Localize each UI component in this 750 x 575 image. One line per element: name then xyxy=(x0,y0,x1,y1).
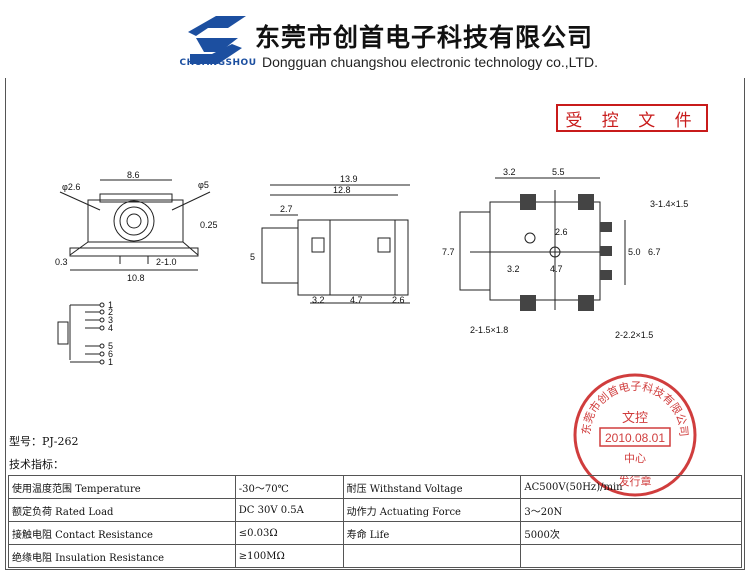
dim-side-total: 13.9 xyxy=(340,174,358,184)
company-name-cn: 东莞市创首电子科技有限公司 xyxy=(255,23,594,52)
spec-value xyxy=(520,544,742,568)
dim-front-d1: φ2.6 xyxy=(62,182,80,192)
spec-value: AC500V(50Hz)/min xyxy=(520,475,742,499)
dim-pcb-m2: 5.0 xyxy=(628,247,641,257)
model-number: 型号：PJ-262 xyxy=(9,435,79,448)
pin-label: 1 xyxy=(108,357,113,367)
table-row: 接触电阻 Contact Resistance ≤0.03Ω 寿命 Life 5… xyxy=(8,521,742,545)
spec-label: 额定负荷 Rated Load xyxy=(8,498,236,522)
dim-front-pin: 2-1.0 xyxy=(156,257,177,267)
dim-side-s3: 2.6 xyxy=(392,295,405,305)
table-row: 绝缘电阻 Insulation Resistance ≥100MΩ xyxy=(8,544,742,568)
pin-label: 1 xyxy=(108,300,113,310)
technical-drawing: 8.6 φ2.6 φ5 0.25 0.3 2-1.0 10.8 13.9 12.… xyxy=(55,167,688,367)
dim-side-tip: 2.7 xyxy=(280,204,293,214)
company-logo-icon xyxy=(188,16,246,64)
dim-pcb-m1: 2.6 xyxy=(555,227,568,237)
spec-label: 动作力 Actuating Force xyxy=(342,498,522,522)
pin-label: 4 xyxy=(108,323,113,333)
dim-pcb-hole1: 2-1.5×1.8 xyxy=(470,325,508,335)
company-seal: 东莞市创首电子科技有限公司 文控 2010.08.01 中心 发行章 xyxy=(573,373,697,497)
pin-label: 5 xyxy=(108,341,113,351)
spec-label xyxy=(342,544,522,568)
spec-value: -30～70℃ xyxy=(234,475,344,499)
front-view xyxy=(59,179,211,271)
dim-pcb-b2: 4.7 xyxy=(550,264,563,274)
dim-front-base: 10.8 xyxy=(127,273,145,283)
schematic xyxy=(57,302,105,365)
dim-pcb-t1: 3.2 xyxy=(503,167,516,177)
spec-label: 耐压 Withstand Voltage xyxy=(342,475,522,499)
spec-label: 寿命 Life xyxy=(342,521,522,545)
pin-label: 2 xyxy=(108,307,113,317)
dim-front-d2: φ5 xyxy=(198,180,209,190)
dim-pcb-b1: 3.2 xyxy=(507,264,520,274)
dim-front-width: 8.6 xyxy=(127,170,140,180)
specs-table: 使用温度范围 Temperature -30～70℃ 耐压 Withstand … xyxy=(8,475,742,568)
pcb-layout xyxy=(459,177,626,310)
seal-date: 2010.08.01 xyxy=(605,431,665,445)
dim-side-height: 5 xyxy=(250,252,255,262)
table-row: 额定负荷 Rated Load DC 30V 0.5A 动作力 Actuatin… xyxy=(8,498,742,522)
spec-value: 5000次 xyxy=(520,521,742,545)
spec-label: 使用温度范围 Temperature xyxy=(8,475,236,499)
spec-value: 3～20N xyxy=(520,498,742,522)
table-row: 使用温度范围 Temperature -30～70℃ 耐压 Withstand … xyxy=(8,475,742,499)
seal-center-text: 文控 xyxy=(622,411,648,426)
side-view xyxy=(261,184,410,304)
spec-title: 技术指标： xyxy=(9,458,64,471)
dim-pcb-pad: 3-1.4×1.5 xyxy=(650,199,688,209)
dim-pcb-m4: 7.7 xyxy=(442,247,455,257)
dim-pcb-t2: 5.5 xyxy=(552,167,565,177)
spec-value: ≤0.03Ω xyxy=(234,521,344,545)
spec-value: DC 30V 0.5A xyxy=(234,498,344,522)
seal-sub-text: 中心 xyxy=(624,452,646,465)
logo-text: CHUANGSHOU xyxy=(179,58,257,68)
pin-label: 3 xyxy=(108,315,113,325)
dim-pcb-m3: 6.7 xyxy=(648,247,661,257)
pcb-pads xyxy=(520,194,612,311)
dim-front-h2: 0.3 xyxy=(55,257,68,267)
spec-label: 绝缘电阻 Insulation Resistance xyxy=(8,544,236,568)
header: CHUANGSHOU 东莞市创首电子科技有限公司 Dongguan chuang… xyxy=(0,0,750,78)
dim-side-body: 12.8 xyxy=(333,185,351,195)
spec-label: 接触电阻 Contact Resistance xyxy=(8,521,236,545)
stamp-label: 受 控 文 件 xyxy=(565,110,699,131)
company-name-en: Dongguan chuangshou electronic technolog… xyxy=(262,54,598,70)
dim-pcb-hole2: 2-2.2×1.5 xyxy=(615,330,653,340)
pin-label: 6 xyxy=(108,349,113,359)
controlled-document-stamp: 受 控 文 件 xyxy=(556,104,708,132)
dim-side-s1: 3.2 xyxy=(312,295,325,305)
dim-side-s2: 4.7 xyxy=(350,295,363,305)
dim-front-h1: 0.25 xyxy=(200,220,218,230)
spec-value: ≥100MΩ xyxy=(234,544,344,568)
